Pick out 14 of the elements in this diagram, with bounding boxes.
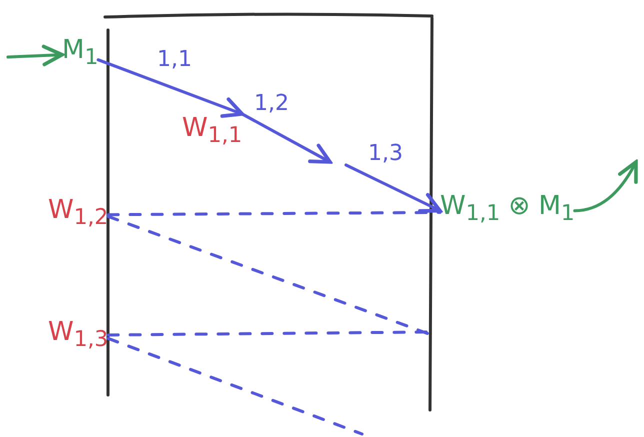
dashed-line: [106, 330, 430, 336]
arrow: [344, 164, 442, 213]
product-expression: W$_{1,1}$ ⊗ M$_{1}$: [440, 192, 575, 226]
dashed-line: [106, 214, 430, 336]
arrow: [96, 58, 244, 118]
dashed-line: [106, 210, 442, 216]
arrow: [240, 112, 332, 164]
weight-label: W$_{1,1}$: [182, 114, 242, 148]
input-variable: M$_{1}$: [62, 36, 98, 70]
weight-label: W$_{1,3}$: [48, 318, 108, 352]
arrow: [573, 160, 638, 212]
weight-label: W$_{1,2}$: [48, 196, 108, 230]
dashed-line: [106, 336, 364, 436]
arrow: [6, 44, 64, 66]
